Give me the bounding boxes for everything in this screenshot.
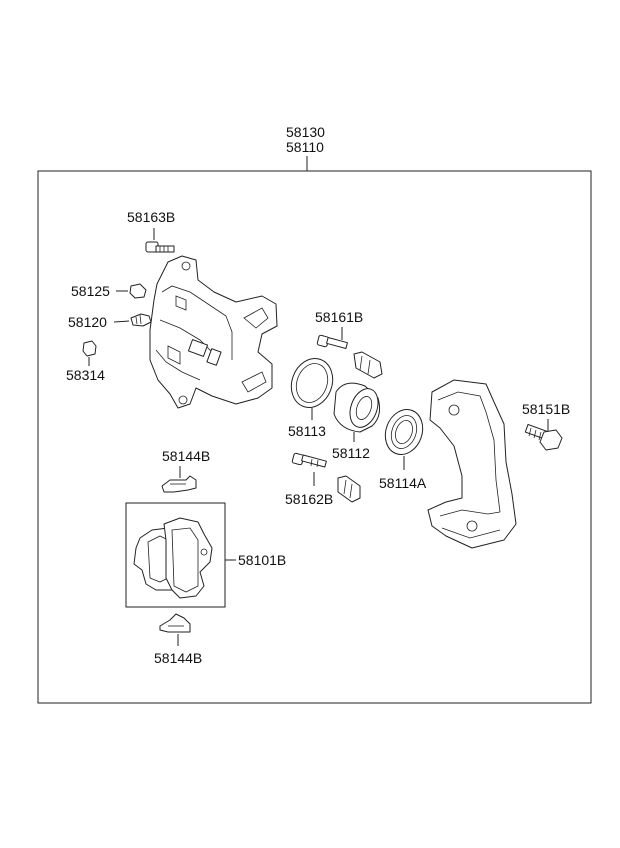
piston-part	[333, 382, 380, 442]
label-pad-kit: 58101B	[238, 552, 286, 568]
piston-seal-part	[290, 358, 334, 420]
label-guide-pin-upper: 58161B	[315, 309, 363, 325]
bleeder-cap-part	[129, 283, 147, 299]
label-shim-upper: 58144B	[162, 448, 210, 464]
bolt-top-part	[145, 228, 175, 253]
shim-lower-part	[159, 613, 191, 646]
small-cap-part	[82, 340, 97, 366]
carrier-bracket-part	[427, 379, 517, 549]
label-piston-seal: 58113	[288, 423, 326, 439]
shim-upper-part	[161, 475, 197, 493]
bleeder-screw-part	[130, 313, 152, 327]
brake-pads-part	[133, 517, 213, 599]
label-piston: 58112	[332, 445, 370, 461]
label-assy-main: 58130	[286, 124, 325, 140]
label-small-cap: 58314	[66, 367, 105, 383]
label-bleeder-screw: 58120	[68, 314, 107, 330]
caliper-housing-part	[149, 255, 278, 409]
boot-part	[384, 409, 424, 470]
label-boot: 58114A	[379, 475, 427, 491]
label-bolt-top: 58163B	[127, 209, 175, 225]
label-guide-pin-lower: 58162B	[285, 491, 333, 507]
label-assy-sub: 58110	[286, 139, 324, 155]
label-shim-lower: 58144B	[154, 650, 202, 666]
label-bleeder-cap: 58125	[71, 283, 110, 299]
carrier-bolt-part	[524, 423, 563, 451]
pad-kit-frame	[125, 502, 226, 608]
assembly-frame	[37, 170, 592, 704]
guide-pin-lower-part	[291, 452, 361, 503]
guide-pin-upper-part	[316, 334, 383, 379]
label-carrier-bolt: 58151B	[522, 401, 570, 417]
